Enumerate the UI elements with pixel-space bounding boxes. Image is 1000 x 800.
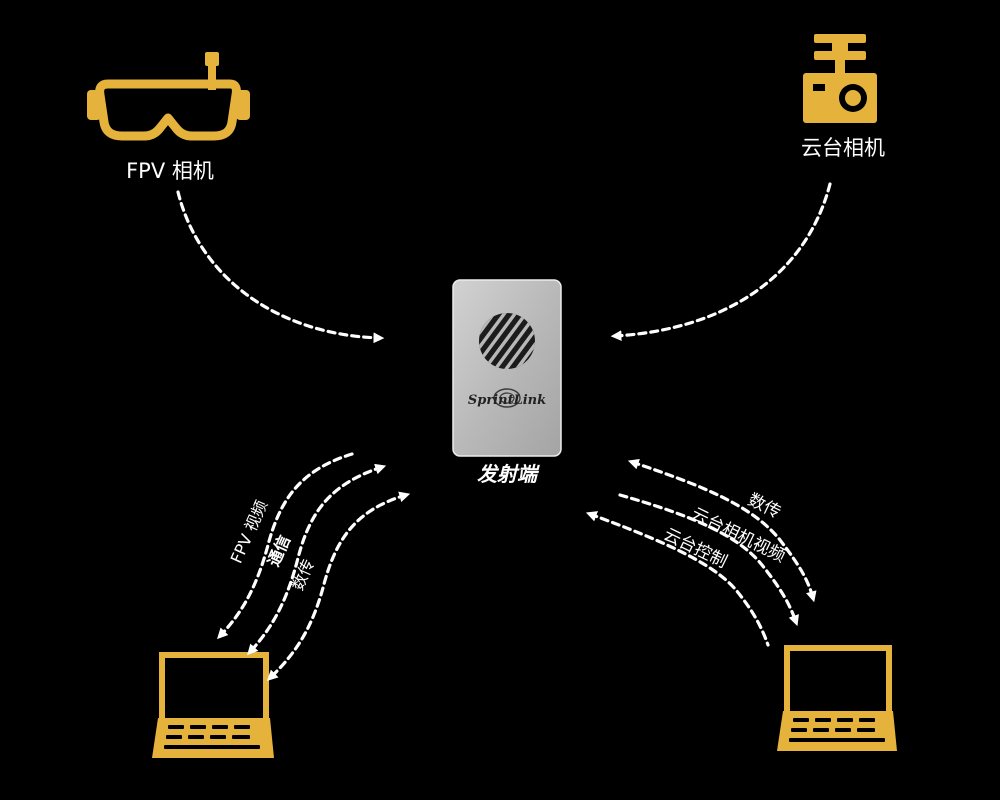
vr-goggles-icon [87, 52, 250, 141]
transmitter-device: SprintLink [452, 279, 562, 457]
arrow-data-left [266, 491, 411, 682]
arrow-gimbal-to-transmitter [610, 182, 832, 342]
label-fpv-video: FPV 视频 [227, 497, 272, 566]
gimbal-camera-icon [803, 34, 877, 123]
brand-logo: SprintLink [468, 393, 546, 408]
arrow-data-right [627, 458, 817, 603]
arrow-gimbal-control [585, 511, 770, 647]
fpv-camera-label: FPV 相机 [126, 159, 214, 183]
sprintlink-logo-icon [493, 388, 521, 408]
arrow-fpv-to-transmitter [176, 190, 385, 344]
label-data-right: 数传 [745, 490, 784, 523]
label-data-left: 数传 [288, 556, 318, 593]
laptop-left-icon [152, 652, 274, 758]
label-comm: 通信 [264, 532, 294, 569]
laptop-right-icon [777, 645, 897, 751]
gimbal-camera-label: 云台相机 [801, 136, 885, 160]
arrow-gimbal-video [618, 493, 799, 627]
transmitter-label: 发射端 [477, 462, 540, 486]
